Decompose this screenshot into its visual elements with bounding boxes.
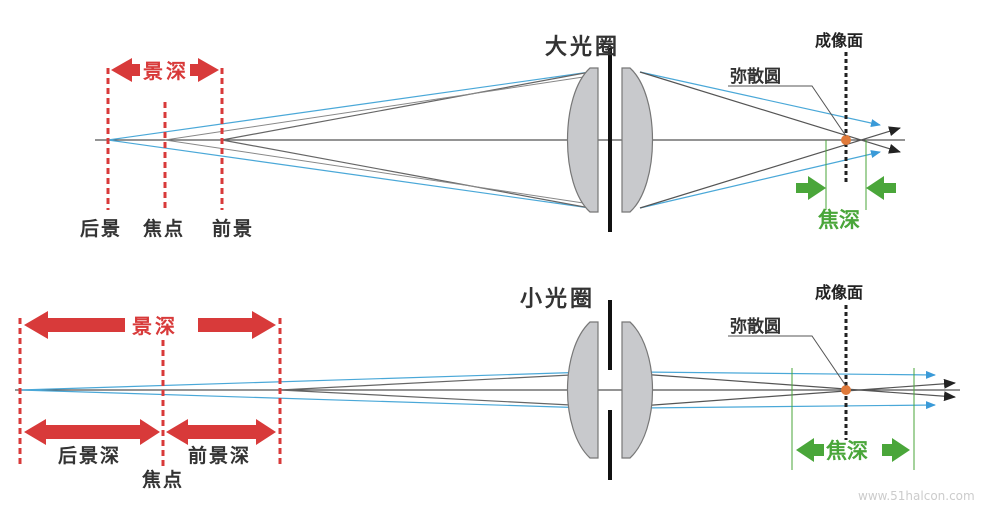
bottom-coc-dot — [841, 385, 851, 395]
top-aperture-label: 大光圈 — [545, 35, 620, 60]
top-focus-label: 焦点 — [142, 217, 185, 240]
bottom-focal-arrow-right — [882, 438, 910, 462]
bottom-focal-depth-label: 焦深 — [825, 439, 868, 463]
bottom-dof-arrow-left — [24, 311, 125, 339]
bottom-image-plane-label: 成像面 — [815, 283, 863, 302]
top-dof-arrow-left — [111, 58, 140, 82]
bottom-aperture-label: 小光圈 — [520, 287, 595, 312]
bottom-front-dof-label: 前景深 — [188, 444, 251, 467]
bottom-front-dof-arrow — [166, 419, 276, 445]
bottom-focus-label: 焦点 — [141, 468, 184, 491]
top-focal-arrow-right — [866, 176, 896, 200]
top-background-label: 后景 — [80, 218, 122, 240]
bottom-coc-label: 弥散圆 — [730, 316, 781, 337]
bottom-lens-right — [621, 321, 653, 459]
top-focal-arrow-left — [796, 176, 826, 200]
top-coc-dot — [841, 135, 851, 145]
top-dof-label: 景深 — [143, 59, 189, 83]
watermark: www.51halcon.com — [858, 489, 975, 503]
bottom-back-dof-arrow — [24, 419, 160, 445]
bottom-dof-label: 景深 — [132, 314, 178, 338]
top-rays — [107, 71, 901, 209]
top-diagram: 大光圈 成像面 弥散圆 景深 焦深 后景 焦点 前景 — [80, 31, 905, 240]
top-dof-arrow-right — [190, 58, 219, 82]
bottom-rays — [19, 370, 956, 410]
bottom-lens-left — [567, 321, 599, 459]
bottom-focal-arrow-left — [796, 438, 824, 462]
bottom-coc-leader — [728, 335, 847, 387]
top-lens-left — [566, 67, 599, 213]
top-image-plane-label: 成像面 — [815, 31, 863, 50]
bottom-back-dof-label: 后景深 — [58, 444, 121, 467]
top-foreground-label: 前景 — [212, 217, 254, 240]
top-coc-label: 弥散圆 — [730, 66, 781, 87]
top-focal-depth-label: 焦深 — [817, 208, 860, 232]
top-lens-right — [621, 67, 654, 213]
bottom-dof-arrow-right — [198, 311, 276, 339]
bottom-diagram: 小光圈 成像面 弥散圆 景深 后景深 前景深 焦点 焦深 — [15, 283, 960, 491]
top-coc-leader — [728, 85, 847, 137]
